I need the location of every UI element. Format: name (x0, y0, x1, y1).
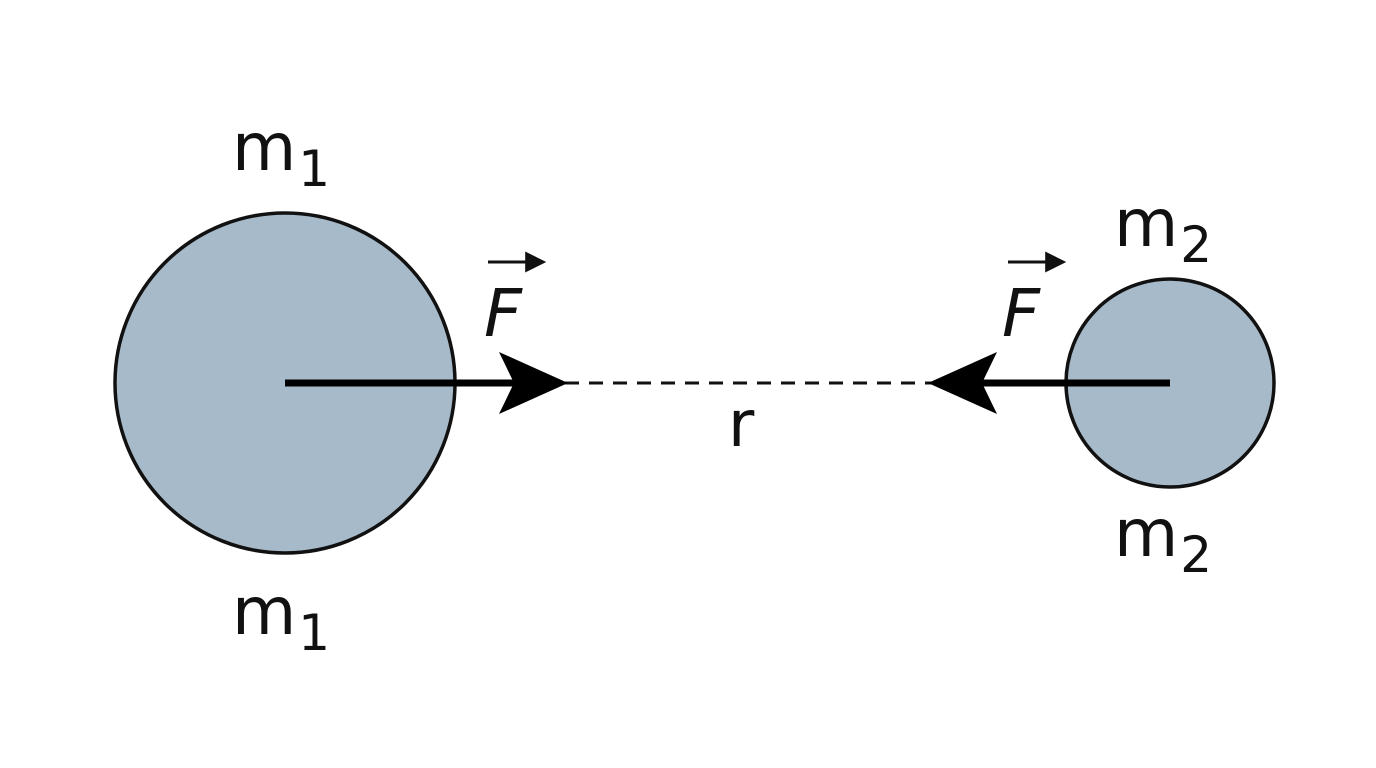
mass-2-label-bottom: m2 (1114, 495, 1212, 584)
force-1-label: F (484, 275, 523, 352)
separation-label: r (728, 388, 755, 462)
force-arrow-1-head (499, 352, 568, 414)
mass-2-label-top: m2 (1114, 185, 1212, 274)
mass-1-label-bottom: m1 (232, 573, 330, 662)
force-arrow-2-head (928, 352, 997, 414)
mass-1-label-top: m1 (232, 109, 330, 198)
force-2-label: F (1002, 275, 1041, 352)
